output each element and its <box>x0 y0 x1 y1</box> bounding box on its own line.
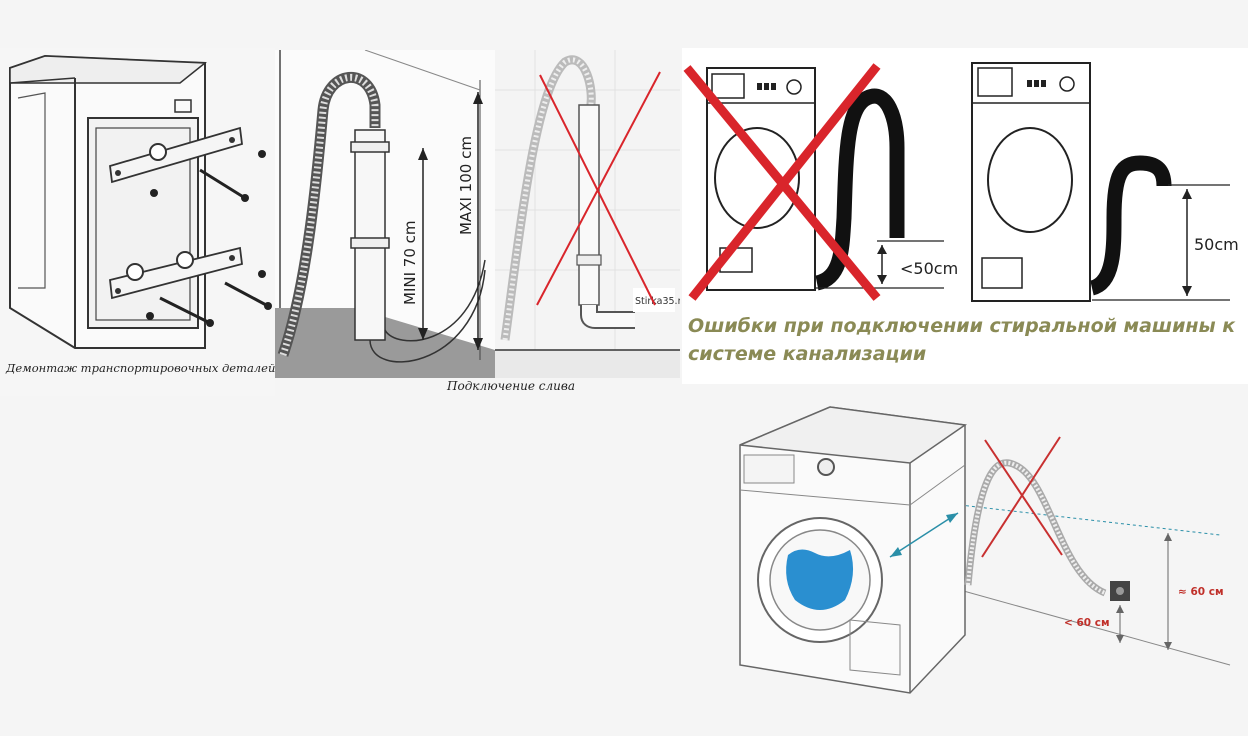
drain-caption: Подключение слива <box>447 379 576 393</box>
modern-drain-panel: < 60 см ≈ 60 см <box>720 395 1248 695</box>
drain-height-illustration: MINI 70 cm MAXI 100 cm <box>275 50 495 378</box>
drain-height-panel: MINI 70 cm MAXI 100 cm <box>275 50 495 378</box>
maxi-height-label: MAXI 100 cm <box>457 136 475 235</box>
watermark-text: Stirka35.ru <box>635 296 680 307</box>
wrong-drain-illustration: Stirka35.ru <box>495 50 680 378</box>
wrong-height-label: <50cm <box>900 259 958 278</box>
mistakes-panel: <50cm 50cm <box>682 48 1248 384</box>
transport-bolts-illustration <box>9 54 272 349</box>
mistakes-title-line-2: системе канализации <box>688 343 927 365</box>
transport-bolts-panel <box>0 48 275 396</box>
mini-height-label: MINI 70 cm <box>401 221 419 306</box>
total-height-label: ≈ 60 см <box>1178 586 1224 598</box>
modern-drain-illustration: < 60 см ≈ 60 см <box>739 406 1231 694</box>
transport-caption: Демонтаж транспортировочных деталей <box>6 361 276 375</box>
wrong-drain-panel: Stirka35.ru <box>495 50 680 378</box>
right-height-label: 50cm <box>1194 235 1239 254</box>
mistakes-title-line-1: Ошибки при подключении стиральной машины… <box>688 315 1236 337</box>
mistakes-title: Ошибки при подключении стиральной машины… <box>688 312 1248 368</box>
outlet-height-label: < 60 см <box>1064 617 1110 629</box>
mistakes-illustration: <50cm 50cm <box>683 62 1239 302</box>
